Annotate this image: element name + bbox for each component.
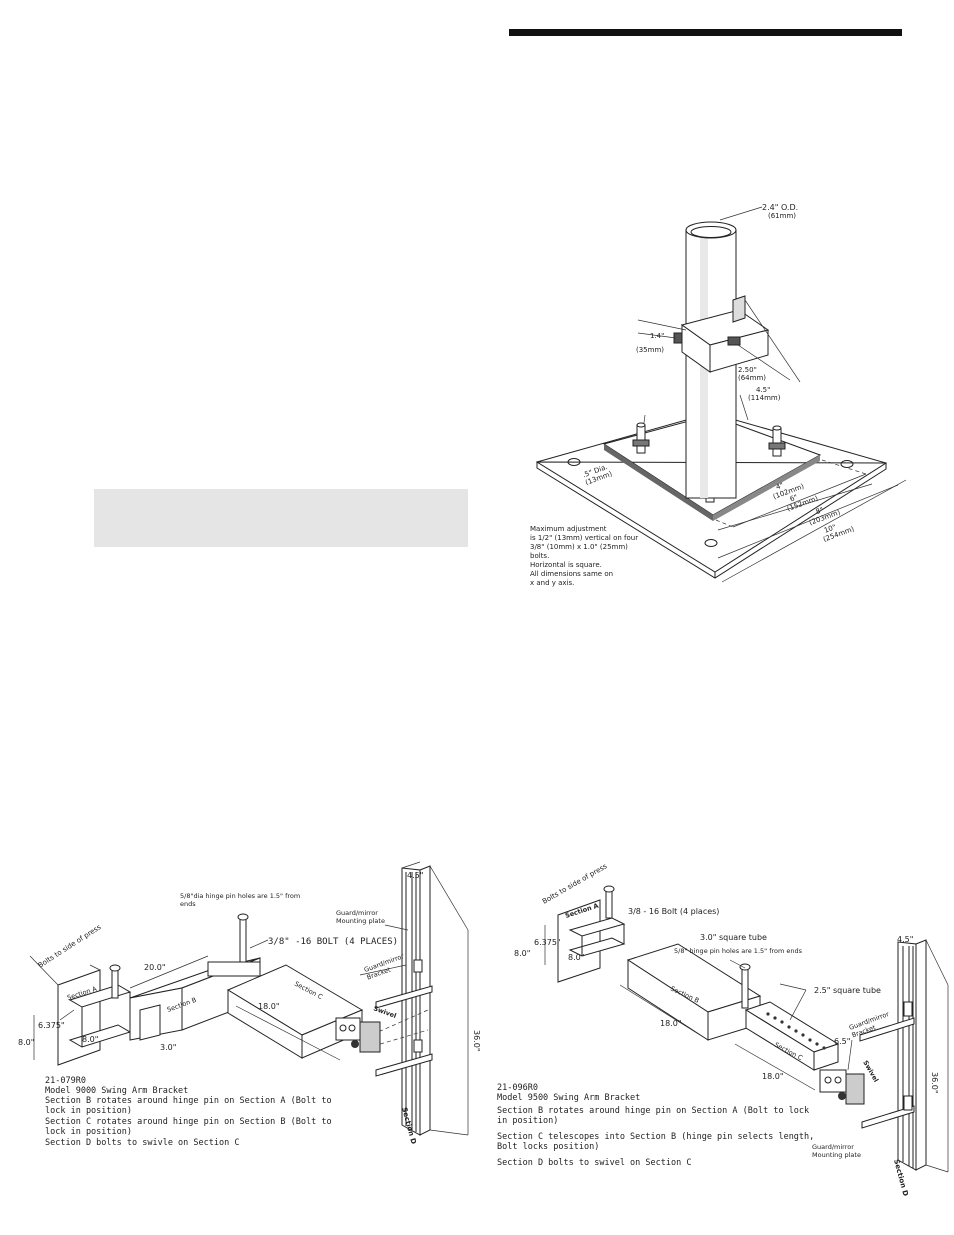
svg-text:Section B rotates around hinge: Section B rotates around hinge pin on Se… [45, 1096, 332, 1106]
header-rule [509, 29, 902, 36]
m9000-dim-20: 20.0" [144, 963, 166, 972]
m9000-dim-36: 36.0" [472, 1030, 481, 1052]
model-9000-diagram: 5/8"dia hinge pin holes are 1.5" from en… [18, 861, 481, 1148]
gray-highlight-box [94, 489, 468, 547]
dim-8-mm-label: (203mm) [808, 508, 841, 527]
model-9500-diagram: Bolts to side of press Section A 3/8 - 1… [497, 862, 949, 1197]
od-mm-label: (61mm) [768, 212, 796, 220]
svg-text:3/8" (10mm) x 1.0" (25mm): 3/8" (10mm) x 1.0" (25mm) [530, 543, 628, 551]
svg-text:Section D bolts to swivel on S: Section D bolts to swivel on Section C [497, 1158, 691, 1168]
leveling-bolt [768, 425, 786, 457]
svg-text:Model 9500 Swing Arm Bracket: Model 9500 Swing Arm Bracket [497, 1093, 640, 1103]
svg-text:Bolt locks position): Bolt locks position) [497, 1142, 599, 1152]
svg-text:Mounting plate: Mounting plate [336, 917, 385, 925]
dim-2-50-label: 2.50" [738, 366, 757, 374]
post-mount-notes: Maximum adjustment is 1/2" (13mm) vertic… [530, 525, 638, 587]
svg-text:21-079R0: 21-079R0 [45, 1076, 86, 1086]
dim-10-label: 10" [823, 523, 837, 535]
m9000-hinge-note: 5/8"dia hinge pin holes are 1.5" from [180, 892, 300, 900]
m9000-bolts-side-label: Bolts to side of press [37, 923, 103, 970]
m9000-swivel-label: Swivel [372, 1004, 397, 1020]
m9500-guard-plate-label: Guard/mirror [812, 1143, 854, 1151]
dim-6-label: 6" [789, 493, 799, 503]
dim-8-label: 8" [815, 506, 825, 516]
m9500-hinge-note: 5/8" hinge pin holes are 1.5" from ends [674, 947, 803, 955]
svg-text:lock in position): lock in position) [45, 1106, 132, 1116]
svg-text:lock in position): lock in position) [45, 1127, 132, 1137]
svg-text:21-096R0: 21-096R0 [497, 1083, 538, 1093]
post-mount-diagram: 2.4" O.D. (61mm) 1.4" (35mm) 2.50" (64mm… [530, 203, 907, 587]
dim-1-4-label: 1.4" [650, 332, 664, 340]
m9000-bolt-label: 3/8" -16 BOLT (4 PLACES) [268, 937, 398, 947]
svg-text:All dimensions same on: All dimensions same on [530, 570, 613, 578]
dim-1-4-mm-label: (35mm) [636, 346, 664, 354]
leveling-bolt [632, 422, 650, 454]
svg-text:is 1/2" (13mm) vertical on fou: is 1/2" (13mm) vertical on four [530, 534, 638, 542]
m9500-dim-45: 4.5" [897, 935, 913, 944]
m9500-dim-65: 6.5" [834, 1037, 850, 1046]
m9500-caption: 21-096R0 Model 9500 Swing Arm Bracket Se… [497, 1083, 814, 1168]
m9000-dim-8a: 8.0" [18, 1038, 34, 1047]
m9500-dim-6375: 6.375" [534, 938, 561, 947]
svg-text:Model 9000 Swing Arm Bracket: Model 9000 Swing Arm Bracket [45, 1086, 188, 1096]
m9000-guard-plate-label: Guard/mirror [336, 909, 378, 917]
svg-text:Mounting plate: Mounting plate [812, 1151, 861, 1159]
svg-text:x and y axis.: x and y axis. [530, 579, 574, 587]
svg-text:Section C rotates around hinge: Section C rotates around hinge pin on Se… [45, 1117, 332, 1127]
dim-4-label: 4" [775, 481, 785, 491]
m9500-square-tube-3-label: 3.0" square tube [700, 933, 767, 942]
m9500-dim-36: 36.0" [930, 1072, 939, 1094]
m9500-dim-18b: 18.0" [762, 1072, 784, 1081]
svg-text:Section D bolts to swivle on S: Section D bolts to swivle on Section C [45, 1138, 239, 1148]
m9000-dim-18: 18.0" [258, 1002, 280, 1011]
svg-text:in position): in position) [497, 1116, 558, 1126]
m9000-dim-8b: 8.0" [82, 1035, 98, 1044]
svg-text:Maximum adjustment: Maximum adjustment [530, 525, 607, 533]
dim-4-5-label: 4.5" [756, 386, 770, 394]
dim-2-50-mm-label: (64mm) [738, 374, 766, 382]
dim-4-5-mm-label: (114mm) [748, 394, 781, 402]
svg-text:Section B rotates around hinge: Section B rotates around hinge pin on Se… [497, 1106, 809, 1116]
m9500-square-tube-25-label: 2.5" square tube [814, 986, 881, 995]
m9500-bolts-side-label: Bolts to side of press [541, 862, 609, 906]
m9000-dim-6375: 6.375" [38, 1021, 65, 1030]
m9000-dim-3: 3.0" [160, 1043, 176, 1052]
m9500-dim-8a: 8.0" [514, 949, 530, 958]
svg-text:Horizontal is square.: Horizontal is square. [530, 561, 602, 569]
svg-text:Section C telescopes into Sect: Section C telescopes into Section B (hin… [497, 1132, 814, 1142]
m9000-dim-45: 4.5" [407, 871, 423, 880]
svg-text:ends: ends [180, 900, 196, 908]
m9500-dim-18a: 18.0" [660, 1019, 682, 1028]
m9500-bolt-label: 3/8 - 16 Bolt (4 places) [628, 907, 719, 916]
od-label: 2.4" O.D. [762, 203, 798, 212]
svg-text:bolts.: bolts. [530, 552, 549, 560]
m9500-dim-8b: 8.0" [568, 953, 584, 962]
m9000-caption: 21-079R0 Model 9000 Swing Arm Bracket Se… [45, 1076, 332, 1148]
